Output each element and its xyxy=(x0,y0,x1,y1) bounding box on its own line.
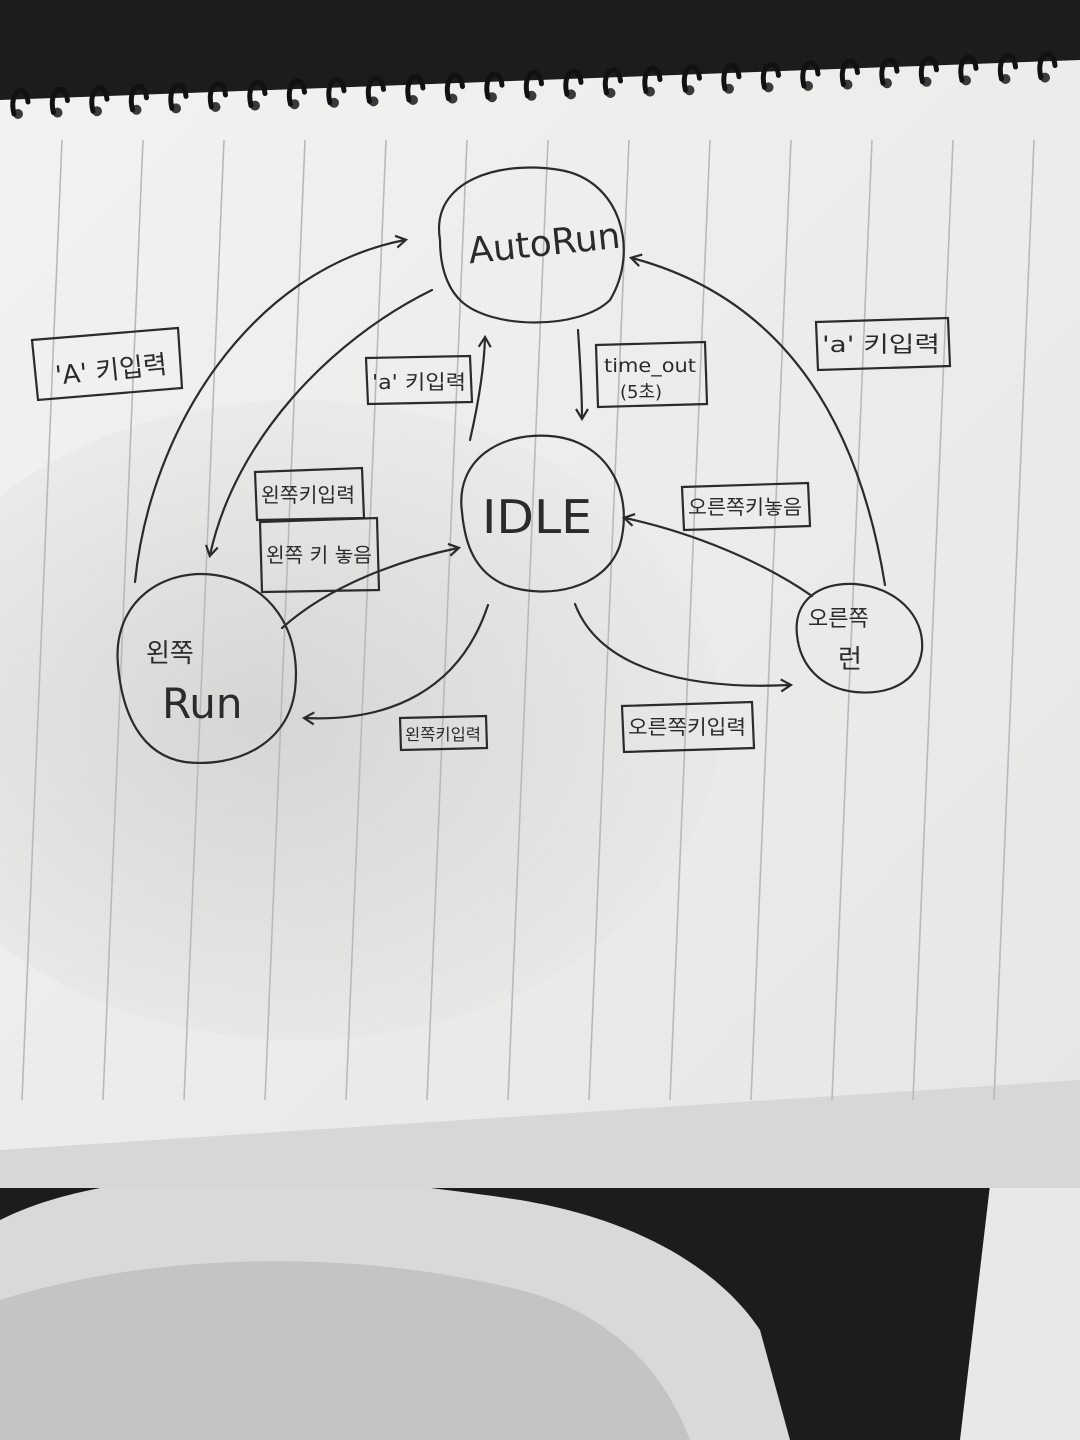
label-box-left-key-input-bottom xyxy=(398,714,489,752)
rule-line xyxy=(21,139,63,1101)
binding-coil xyxy=(760,61,781,90)
binding-coil xyxy=(326,77,347,106)
binding-coil xyxy=(721,63,742,92)
transition-left-key-input-bottom: 왼쪽키입력 xyxy=(405,725,481,744)
binding-coil xyxy=(405,74,426,103)
rule-line xyxy=(993,139,1035,1101)
binding-coil xyxy=(918,56,939,85)
transition-left-key-input: 왼쪽키입력 xyxy=(261,483,355,507)
rule-line xyxy=(750,139,792,1101)
arrow-leftrun-to-autorun xyxy=(133,234,409,584)
arrow-autorun-to-leftrun xyxy=(205,288,434,559)
transition-a-key-center: 'a' 키입력 xyxy=(372,370,466,394)
label-box-left-key-release xyxy=(258,516,381,594)
state-right-run-label-bottom: 런 xyxy=(838,645,862,675)
rule-line xyxy=(102,139,144,1101)
rule-line xyxy=(264,139,306,1101)
binding-coil xyxy=(681,64,702,93)
rule-line xyxy=(183,139,225,1101)
binding-coil xyxy=(49,86,70,116)
binding-coil xyxy=(484,71,505,100)
binding-coil xyxy=(958,54,979,83)
rule-line xyxy=(588,139,630,1101)
rule-line xyxy=(345,139,387,1101)
arrow-idle-to-rightrun xyxy=(573,602,794,693)
binding-coil xyxy=(444,72,465,102)
rule-line xyxy=(912,139,954,1101)
binding-coil xyxy=(602,67,623,96)
arrow-idle-to-leftrun xyxy=(301,603,490,726)
arrow-leftrun-to-idle xyxy=(280,542,462,630)
binding-coil xyxy=(207,81,228,110)
binding-coil xyxy=(1037,51,1058,81)
state-autorun-circle xyxy=(437,166,625,324)
state-left-run-circle xyxy=(116,572,298,764)
ruled-lines xyxy=(21,139,1035,1101)
background-cloth-shadow xyxy=(0,1261,690,1440)
state-right-run-circle xyxy=(795,582,924,694)
state-left-run-label-top: 왼쪽 xyxy=(146,639,194,669)
arrow-idle-to-autorun xyxy=(468,334,492,442)
rule-line xyxy=(831,139,873,1101)
label-box-right-key-input xyxy=(620,700,756,754)
binding-coil xyxy=(10,88,31,117)
state-idle-circle xyxy=(460,434,625,593)
arrow-rightrun-to-autorun xyxy=(628,253,887,587)
page-shadow xyxy=(0,400,720,1040)
binding-coil xyxy=(128,84,149,113)
label-box-a-key-left xyxy=(30,326,184,402)
state-right-run-label-top: 오른쪽 xyxy=(808,607,869,632)
rule-line xyxy=(507,139,549,1101)
binding-coil xyxy=(563,68,584,97)
binding-coil xyxy=(286,78,307,107)
binding-coil xyxy=(800,60,821,89)
label-box-a-key-right xyxy=(814,316,952,372)
transition-right-key-release: 오른쪽키놓음 xyxy=(688,495,802,519)
spiral-binding xyxy=(10,51,1058,119)
arrow-rightrun-to-idle xyxy=(621,512,814,598)
binding-coil xyxy=(997,53,1018,82)
transition-timeout-line2: (5초) xyxy=(620,382,662,403)
binding-coil xyxy=(523,70,544,99)
binding-coil xyxy=(839,58,860,88)
binding-coil xyxy=(365,75,386,104)
state-left-run-label-bottom: Run xyxy=(162,679,243,728)
label-box-timeout xyxy=(594,340,709,409)
transition-left-key-release: 왼쪽 키 놓음 xyxy=(266,543,372,567)
state-diagram xyxy=(30,166,952,764)
label-box-right-key-release xyxy=(680,481,812,532)
arrow-autorun-to-idle xyxy=(575,328,589,422)
transition-timeout-line1: time_out xyxy=(604,355,696,377)
binding-coil xyxy=(247,79,268,109)
state-idle-label: IDLE xyxy=(482,490,592,544)
transition-right-key-input: 오른쪽키입력 xyxy=(628,715,746,739)
binding-coil xyxy=(168,82,189,111)
rule-line xyxy=(669,139,711,1101)
binding-coil xyxy=(879,57,900,86)
transition-a-key-right: 'a' 키입력 xyxy=(822,333,940,358)
binding-coil xyxy=(89,85,110,114)
binding-coil xyxy=(642,65,663,95)
label-box-a-key-center xyxy=(364,354,474,406)
